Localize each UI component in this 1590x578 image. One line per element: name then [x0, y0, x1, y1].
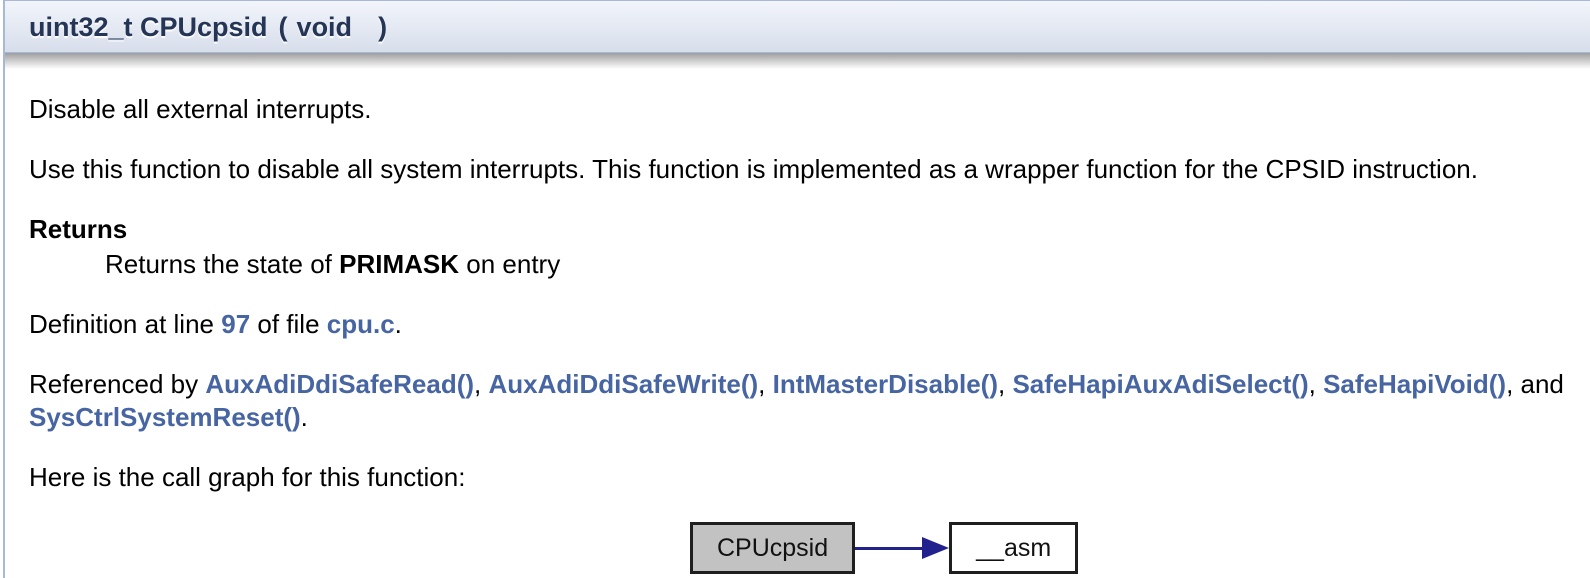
ref-link-safehapiauxadiselect[interactable]: SafeHapiAuxAdiSelect() — [1012, 369, 1309, 399]
arrow-head-icon — [922, 537, 950, 559]
text-fragment: , — [474, 369, 489, 399]
ref-link-auxadiddisaferead[interactable]: AuxAdiDdiSafeRead() — [205, 369, 475, 399]
referenced-by: Referenced by AuxAdiDdiSafeRead(), AuxAd… — [29, 368, 1590, 434]
call-graph: CPUcpsid __asm — [690, 522, 1590, 574]
function-return-and-name: uint32_t CPUcpsid — [29, 12, 268, 42]
definition-line-link[interactable]: 97 — [221, 309, 251, 339]
ref-link-sysctrlsystemreset[interactable]: SysCtrlSystemReset() — [29, 402, 301, 432]
text-fragment: Referenced by — [29, 369, 206, 399]
ref-link-intmasterdisable[interactable]: IntMasterDisable() — [772, 369, 998, 399]
text-fragment: , — [997, 369, 1013, 399]
ref-link-auxadiddisafewrite[interactable]: AuxAdiDdiSafeWrite() — [488, 369, 759, 399]
definition-file-link[interactable]: cpu.c — [326, 309, 395, 339]
text-fragment: on entry — [459, 249, 561, 279]
function-doc-body: Disable all external interrupts. Use thi… — [3, 53, 1590, 578]
text-fragment: , — [1308, 369, 1324, 399]
param-type: void — [296, 12, 353, 42]
text-fragment: of file — [250, 309, 327, 339]
text-fragment: . — [300, 402, 308, 432]
text-fragment: Returns the state of — [105, 249, 340, 279]
returns-heading: Returns — [29, 214, 128, 244]
callgraph-node-cpucpsid[interactable]: CPUcpsid — [690, 522, 856, 574]
returns-section: Returns Returns the state of PRIMASK on … — [29, 213, 1590, 281]
arrow-line — [855, 546, 923, 550]
arrow-right-icon — [855, 537, 950, 559]
function-signature-bar: uint32_t CPUcpsid ( void) — [3, 0, 1590, 53]
open-paren: ( — [278, 12, 288, 42]
callgraph-node-asm[interactable]: __asm — [949, 522, 1079, 574]
detailed-description: Use this function to disable all system … — [29, 154, 1478, 184]
returns-text: Returns the state of PRIMASK on entry — [105, 248, 1590, 281]
close-paren: ) — [378, 12, 388, 42]
text-fragment: . — [394, 309, 402, 339]
text-fragment: PRIMASK — [339, 249, 460, 279]
definition-line: Definition at line 97 of file cpu.c. — [29, 308, 1590, 341]
brief-description: Disable all external interrupts. — [29, 94, 372, 124]
function-doc-block: uint32_t CPUcpsid ( void) Disable all exte… — [3, 0, 1590, 578]
text-fragment: , and — [1506, 369, 1564, 399]
ref-link-safehapivoid[interactable]: SafeHapiVoid() — [1323, 369, 1507, 399]
callgraph-caption: Here is the call graph for this function… — [29, 462, 466, 492]
text-fragment: Definition at line — [29, 309, 222, 339]
text-fragment: , — [758, 369, 773, 399]
